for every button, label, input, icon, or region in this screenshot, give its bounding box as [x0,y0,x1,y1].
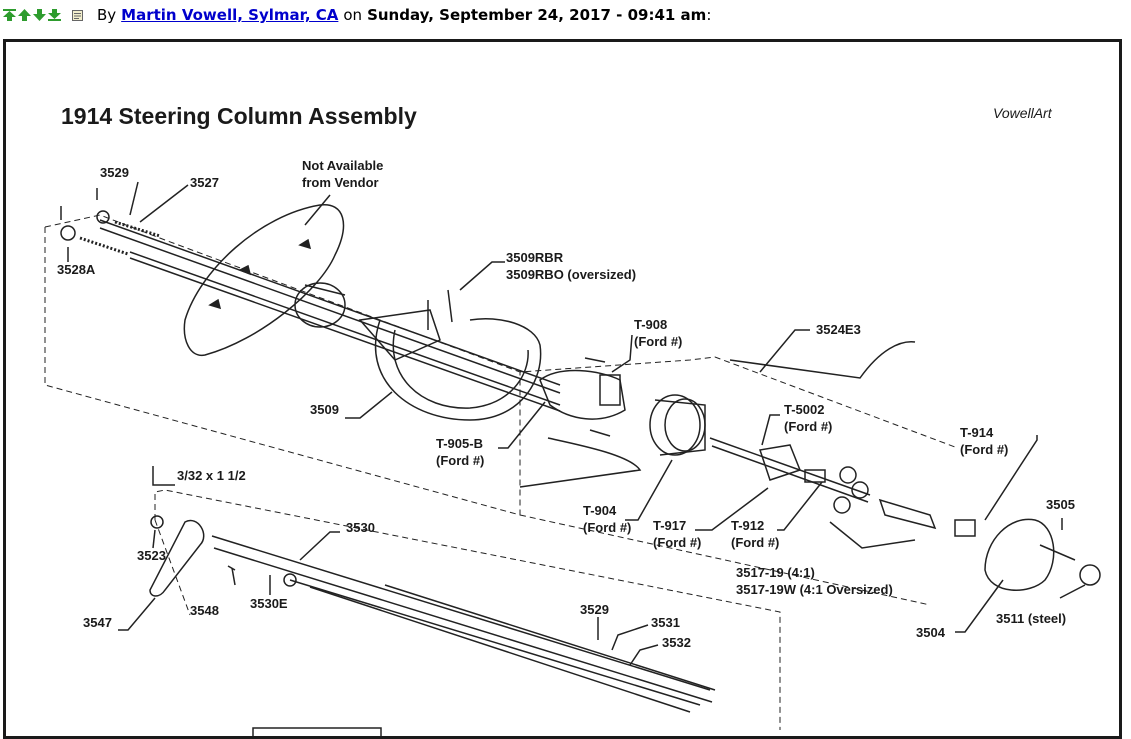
arrow-top-icon[interactable] [2,8,17,22]
label-t917-ford: (Ford #) [653,535,701,550]
dashed-assembly-outline [44,214,956,730]
label-3511-steel: 3511 (steel) [996,611,1066,626]
label-3531: 3531 [651,615,680,630]
label-t914: T-914 [960,425,994,440]
label-3547: 3547 [83,615,112,630]
ring-gear-t904 [649,394,706,456]
rod-3524e3 [729,341,916,379]
label-3505: 3505 [1046,497,1075,512]
post-header: By Martin Vowell, Sylmar, CA on Sunday, … [2,2,1122,28]
label-3523: 3523 [137,548,166,563]
label-t912-ford: (Ford #) [731,535,779,550]
label-not-available-2: from Vendor [302,175,379,190]
housing-t905b [539,357,626,437]
label-t904: T-904 [583,503,617,518]
nut-3529 [96,210,110,224]
label-t917: T-917 [653,518,686,533]
label-t905b-ford: (Ford #) [436,453,484,468]
label-rivet-size: 3/32 x 1 1/2 [177,468,246,483]
bottom-box [252,727,382,736]
label-t5002-ford: (Ford #) [784,419,832,434]
rod-lower-loop [519,437,642,488]
label-t905b: T-905-B [436,436,483,451]
label-3509rbo: 3509RBO (oversized) [506,267,636,282]
label-not-available-1: Not Available [302,158,383,173]
label-t914-ford: (Ford #) [960,442,1008,457]
author-link[interactable]: Martin Vowell, Sylmar, CA [121,6,339,24]
label-3530e: 3530E [250,596,288,611]
label-3528a: 3528A [57,262,96,277]
label-3504: 3504 [916,625,946,640]
label-t5002: T-5002 [784,402,824,417]
diagram-title: 1914 Steering Column Assembly [61,103,417,129]
label-3509: 3509 [310,402,339,417]
colon: : [706,6,712,24]
arrow-down-icon[interactable] [32,8,47,22]
quadrant-plate [183,204,346,356]
label-3527: 3527 [190,175,219,190]
diagram-credit: VowellArt [993,105,1053,121]
on-label: on [343,6,363,24]
post-date: Sunday, September 24, 2017 - 09:41 am [367,6,707,24]
arrow-bottom-icon[interactable] [47,8,62,22]
arrow-up-icon[interactable] [17,8,32,22]
label-t904-ford: (Ford #) [583,520,631,535]
label-3529-top: 3529 [100,165,129,180]
label-3509rbr: 3509RBR [506,250,564,265]
by-label: By [97,6,117,24]
label-3517-19w: 3517-19W (4:1 Oversized) [736,582,893,597]
column-right [878,498,1101,591]
post-icon [72,9,83,21]
label-t912: T-912 [731,518,764,533]
label-3530: 3530 [346,520,375,535]
control-rods [99,219,561,412]
label-t908: T-908 [634,317,667,332]
label-t908-ford: (Ford #) [634,334,682,349]
lever-3547 [149,515,297,597]
steering-column-diagram: 1914 Steering Column Assembly VowellArt … [44,103,1101,736]
label-3517-19: 3517-19 (4:1) [736,565,815,580]
column-tube-3530 [211,535,716,713]
leader-lines [67,181,1086,666]
spring-3527 [79,220,161,256]
label-3548: 3548 [190,603,219,618]
label-3529-bottom: 3529 [580,602,609,617]
diagram-image: 1914 Steering Column Assembly VowellArt … [3,39,1122,739]
label-3524e3: 3524E3 [816,322,861,337]
spider-t917 [709,437,871,503]
lever-3509 [358,289,542,421]
label-3532: 3532 [662,635,691,650]
pinions-3517 [804,466,869,514]
nut-3528a [60,225,76,241]
post-nav-icons [2,8,62,22]
